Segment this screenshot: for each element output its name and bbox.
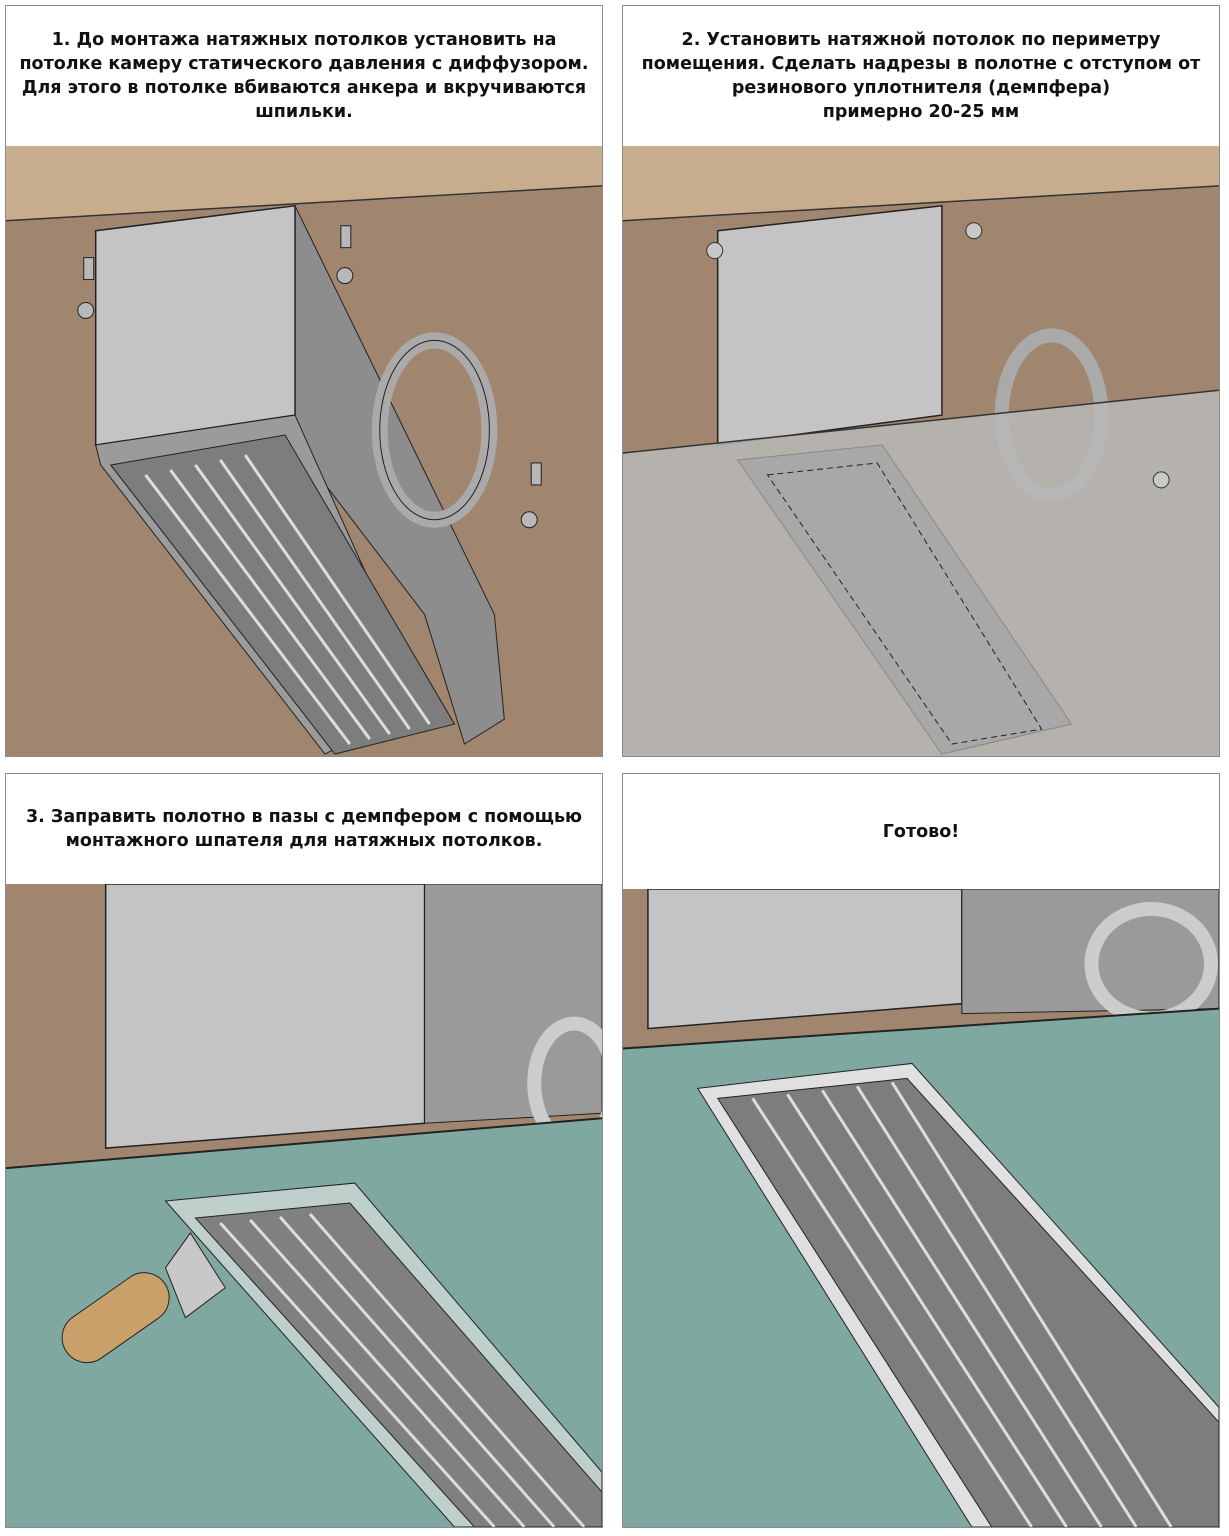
caption-line: шпильки. bbox=[255, 102, 353, 122]
step-2-panel: 2. Установить натяжной потолок по периме… bbox=[622, 5, 1220, 757]
caption-line: монтажного шпателя для натяжных потолков… bbox=[65, 831, 543, 851]
step-4-illustration bbox=[623, 889, 1219, 1527]
caption-line: потолке камеру статического давления с д… bbox=[19, 54, 589, 74]
step-2-illustration bbox=[623, 146, 1219, 756]
caption-line: Для этого в потолке вбиваются анкера и в… bbox=[21, 78, 587, 98]
caption-line: помещения. Сделать надрезы в полотне с о… bbox=[641, 54, 1201, 74]
caption-line: примерно 20-25 мм bbox=[822, 102, 1020, 122]
step-2-caption: 2. Установить натяжной потолок по периме… bbox=[623, 6, 1219, 146]
step-4-caption: Готово! bbox=[623, 774, 1219, 889]
step-3-caption: 3. Заправить полотно в пазы с демпфером … bbox=[6, 774, 602, 884]
step-1-illustration bbox=[6, 146, 602, 756]
step-3-panel: 3. Заправить полотно в пазы с демпфером … bbox=[5, 773, 603, 1528]
caption-line: резинового уплотнителя (демпфера) bbox=[731, 78, 1111, 98]
step-4-panel: Готово! bbox=[622, 773, 1220, 1528]
caption-line: 1. До монтажа натяжных потолков установи… bbox=[51, 30, 557, 50]
caption-line: 2. Установить натяжной потолок по периме… bbox=[681, 30, 1161, 50]
caption-line: Готово! bbox=[882, 821, 960, 842]
caption-line: 3. Заправить полотно в пазы с демпфером … bbox=[25, 807, 583, 827]
step-3-illustration bbox=[6, 884, 602, 1527]
step-1-panel: 1. До монтажа натяжных потолков установи… bbox=[5, 5, 603, 757]
step-1-caption: 1. До монтажа натяжных потолков установи… bbox=[6, 6, 602, 146]
